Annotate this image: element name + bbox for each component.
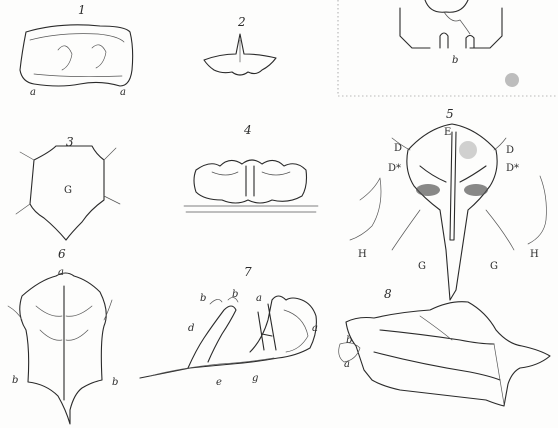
figure-5-number: 5 [446,108,454,120]
fig8-label-a: a [344,360,350,370]
figure-1-number: 1 [78,4,86,16]
figure-6-number: 6 [58,248,66,260]
fig5-label-e: E [444,128,451,138]
fig7-label-d: d [188,324,194,334]
inset-label-b: b [452,56,458,66]
fig5-label-dstar-right: D* [506,164,519,174]
inset-figure [338,0,558,96]
fig7-label-a-right: a [312,324,318,334]
figure-1-drawing [20,25,133,86]
figure-8-drawing [339,302,550,406]
fig5-label-h-left: H [358,250,367,260]
figure-2-drawing [204,34,276,75]
fig6-label-b-left: b [12,376,18,386]
fig5-label-g-left: G [418,262,426,272]
fig5-label-g-right: G [490,262,498,272]
fig6-label-b-right: b [112,378,118,388]
figure-2-number: 2 [238,16,246,28]
figure-4-number: 4 [244,124,252,136]
fig5-label-dstar-left: D* [388,164,401,174]
fig5-label-d-left: D [394,144,402,154]
fig5-label-d-right: D [506,146,514,156]
figure-8-number: 8 [384,288,392,300]
figure-5-drawing [350,124,546,300]
fig7-label-e: e [216,378,222,388]
figure-6-drawing [8,273,112,424]
figure-7-number: 7 [244,266,252,278]
fig8-label-b: b [346,336,352,346]
fig7-label-b-right: b [232,290,238,300]
figure-7-drawing [140,296,316,378]
figure-4-drawing [184,160,318,212]
fig7-label-a-upper: a [256,294,262,304]
fig7-label-b-left: b [200,294,206,304]
fig1-label-a-left: a [30,88,36,98]
figure-3-number: 3 [66,136,74,148]
fig7-label-g: g [252,374,258,384]
fig6-label-a: a [58,268,64,278]
fig5-label-h-right: H [530,250,539,260]
fig3-label-g: G [64,186,72,196]
fig1-label-a-right: a [120,88,126,98]
